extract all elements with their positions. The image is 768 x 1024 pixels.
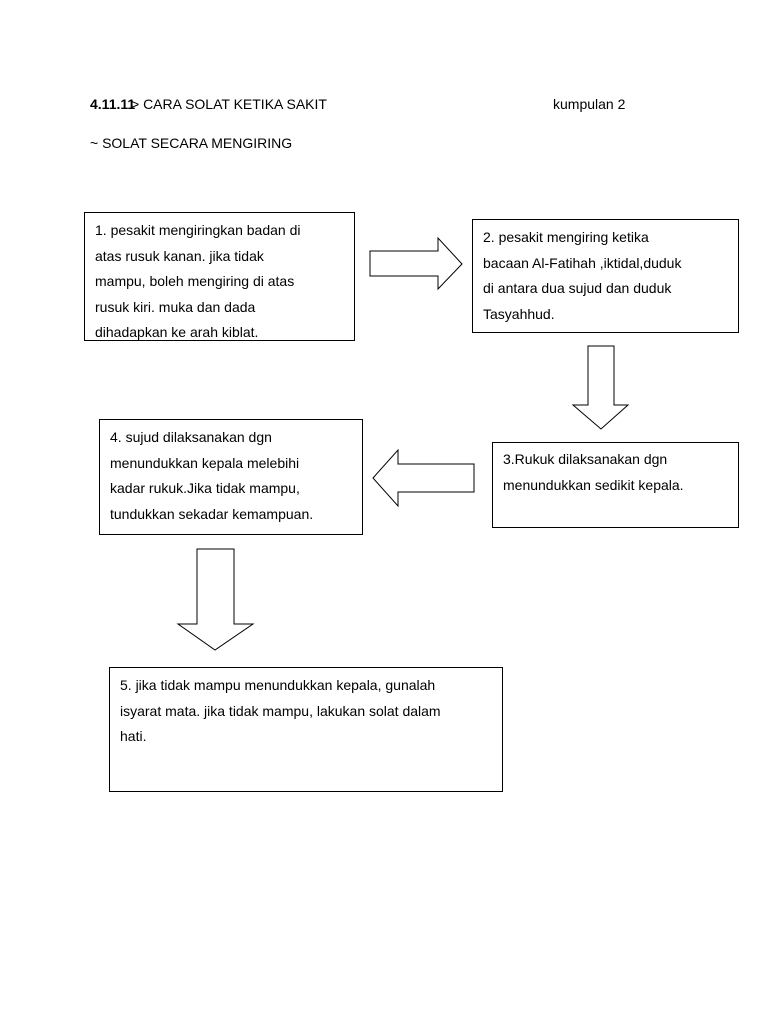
page-subtitle: ~ SOLAT SECARA MENGIRING [90, 135, 293, 151]
arrow-right-1-to-2 [369, 236, 463, 291]
step-box-1: 1. pesakit mengiringkan badan di atas ru… [84, 212, 355, 341]
step-text-4: 4. sujud dilaksanakan dgn menundukkan ke… [110, 429, 314, 522]
page-title: > CARA SOLAT KETIKA SAKIT [131, 96, 327, 112]
arrow-down-4-to-5 [176, 548, 255, 651]
step-box-3: 3.Rukuk dilaksanakan dgn menundukkan sed… [492, 442, 739, 528]
step-box-2: 2. pesakit mengiring ketika bacaan Al-Fa… [472, 219, 739, 333]
step-text-1: 1. pesakit mengiringkan badan di atas ru… [95, 222, 301, 340]
group-label: kumpulan 2 [553, 96, 626, 112]
step-text-2: 2. pesakit mengiring ketika bacaan Al-Fa… [483, 229, 682, 322]
step-box-5: 5. jika tidak mampu menundukkan kepala, … [109, 667, 503, 792]
header-code: 4.11.11 [90, 96, 136, 112]
step-box-4: 4. sujud dilaksanakan dgn menundukkan ke… [99, 419, 363, 535]
arrow-left-3-to-4 [372, 448, 475, 508]
step-text-3: 3.Rukuk dilaksanakan dgn menundukkan sed… [503, 451, 684, 493]
arrow-down-2-to-3 [571, 345, 630, 430]
step-text-5: 5. jika tidak mampu menundukkan kepala, … [120, 677, 441, 744]
